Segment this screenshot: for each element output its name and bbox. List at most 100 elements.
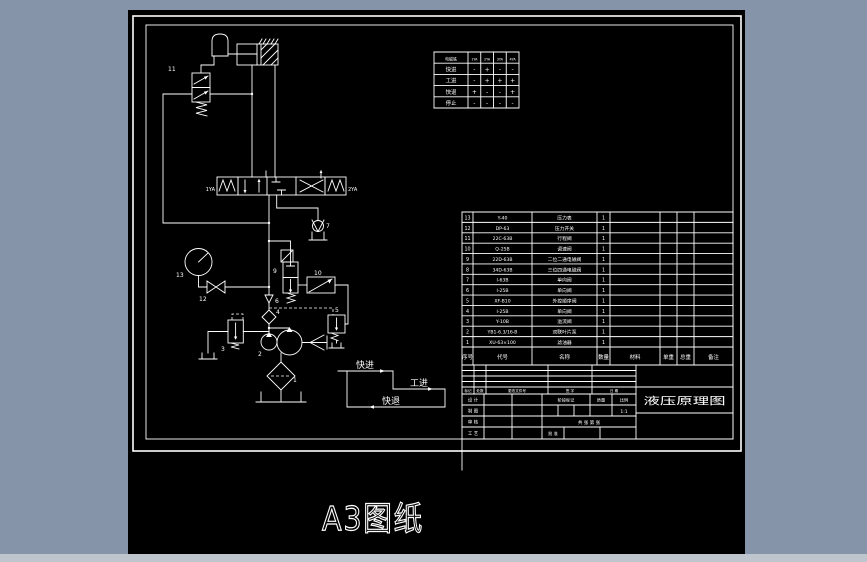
- bom-cell-qty: 1: [602, 236, 605, 242]
- action-cell-value: +: [485, 66, 490, 73]
- bom-header-cell: 序号: [462, 353, 473, 361]
- bom-cell-no: 1: [466, 340, 469, 346]
- action-cell-value: +: [497, 78, 502, 85]
- label-check7-number: 7: [326, 223, 330, 230]
- bom-cell-code: I-63B: [496, 278, 508, 284]
- bom-cell-name: 单向阀: [557, 287, 572, 294]
- mass-label: 质量: [597, 397, 605, 404]
- relief-valve: [198, 313, 244, 360]
- action-col-header: 1YA: [471, 58, 478, 62]
- bom-cell-name: 外控顺序阀: [553, 297, 577, 304]
- bom-cell-no: 7: [466, 278, 469, 284]
- drawing-title: 液压原理图: [644, 395, 726, 408]
- title-block-texts: 标记 处数 更改文件号 签 字 日 期 设 计 制 图 审 核 工 艺 批 准 …: [464, 388, 725, 437]
- bom-cell-code: Y-10B: [495, 319, 509, 325]
- check-valve-pump: [261, 309, 277, 325]
- scale-label: 比例: [620, 397, 628, 404]
- bom-cell-code: YB1-6.3/16-B: [487, 330, 518, 336]
- bom-cell-name: 三位四通电磁阀: [548, 266, 582, 273]
- travel-valve: [191, 33, 229, 117]
- bom-cell-name: 单向阀: [557, 308, 572, 315]
- action-cell-value: -: [499, 89, 501, 96]
- bom-cell-code: 22D-63B: [492, 257, 512, 263]
- bom-cell-qty: 1: [602, 319, 605, 325]
- bom-cell-no: 9: [466, 257, 469, 263]
- label-solenoid-left: 1YA: [206, 187, 216, 193]
- label-check6-number: 6: [275, 298, 279, 305]
- action-cell-value: -: [512, 100, 514, 107]
- label-pump-number: 2: [258, 351, 262, 358]
- bom-cell-name: 行程阀: [557, 235, 572, 242]
- label-relief-number: 3: [221, 346, 225, 353]
- bom-cell-qty: 1: [602, 215, 605, 221]
- a3-sheet-drawing: 1 2 3 4 5 6 7 9 10 11 12 13 1YA 2YA 快进 工: [132, 15, 742, 539]
- bom-cell-code: DP-63: [496, 226, 510, 232]
- revision-col-date: 日 期: [610, 388, 619, 393]
- bom-cell-no: 13: [464, 215, 470, 221]
- bom-header-cell: 数量: [598, 353, 609, 361]
- action-cell-value: +: [472, 89, 477, 96]
- bom-cell-code: 34D-63B: [492, 267, 512, 273]
- bom-cell-no: 5: [466, 298, 469, 304]
- oil-filter: [255, 352, 307, 403]
- pressure-gauge: [184, 248, 213, 288]
- double-vane-pump: [260, 327, 328, 356]
- bom-cell-qty: 1: [602, 340, 605, 346]
- label-sequence-number: 5: [335, 307, 339, 314]
- bom-cell-name: 溢流阀: [557, 318, 572, 325]
- sheet-caption: A3图纸: [322, 499, 424, 538]
- label-gauge-number: 13: [176, 272, 184, 279]
- bom-cell-code: 22C-63B: [493, 236, 513, 242]
- action-col-header: 3YA: [497, 58, 504, 62]
- action-cell-value: -: [499, 66, 501, 73]
- bom-cell-qty: 1: [602, 226, 605, 232]
- cycle-rapid-return: 快退: [382, 395, 400, 407]
- pipelines: [162, 64, 349, 335]
- action-cell-value: -: [512, 66, 514, 73]
- label-valve9-number: 9: [273, 268, 277, 275]
- action-cell-value: -: [486, 100, 488, 107]
- label-travel-valve-number: 11: [168, 66, 176, 73]
- bom-cell-no: 12: [464, 226, 470, 232]
- check-valve-inline: [264, 294, 274, 305]
- approve-label: 批 准: [548, 430, 558, 437]
- action-corner-label: 电磁铁: [445, 56, 457, 62]
- bom-cell-qty: 1: [602, 247, 605, 253]
- scale-value: 1:1: [620, 409, 627, 415]
- action-cell-value: -: [473, 100, 475, 107]
- bom-cell-code: XU-63×100: [489, 340, 516, 346]
- bom-header-cell: 备注: [708, 353, 719, 361]
- directional-valve: [216, 169, 347, 196]
- bom-cell-name: 调速阀: [557, 246, 572, 253]
- bom-cell-code: Y-40: [497, 215, 508, 221]
- action-cell-value: +: [510, 89, 515, 96]
- row-design: 设 计: [468, 397, 479, 404]
- cycle-diagram: 快进 工进 快退: [337, 359, 446, 409]
- row-process: 工 艺: [468, 431, 479, 437]
- bom-cell-qty: 1: [602, 267, 605, 273]
- bom-cell-qty: 1: [602, 309, 605, 315]
- label-check4-number: 4: [276, 309, 280, 316]
- bom-cell-no: 2: [466, 330, 469, 336]
- bom-cell-name: 单向阀: [557, 277, 572, 284]
- action-cell-value: +: [510, 78, 515, 85]
- bom-cell-no: 6: [466, 288, 469, 294]
- bom-cell-qty: 1: [602, 288, 605, 294]
- bom-cell-no: 10: [464, 247, 470, 253]
- bom-cell-qty: 1: [602, 278, 605, 284]
- stage-mark-label: 阶段标记: [558, 397, 576, 404]
- cycle-rapid-advance: 快进: [356, 359, 374, 371]
- action-cell-value: -: [486, 89, 488, 96]
- revision-col-docno: 更改文件号: [508, 388, 526, 393]
- check-valve-return: [308, 219, 328, 241]
- action-row-label: 快进: [446, 65, 457, 73]
- action-col-header: 4YA: [509, 58, 516, 62]
- revision-col-mark: 标记: [464, 388, 472, 393]
- bom-cell-code: I-25B: [496, 288, 508, 294]
- revision-col-sign: 签 字: [566, 388, 575, 393]
- bom-header-cell: 代号: [497, 353, 508, 361]
- bom-cell-code: I-25B: [496, 309, 508, 315]
- cad-drawing-canvas[interactable]: 1 2 3 4 5 6 7 9 10 11 12 13 1YA 2YA 快进 工: [128, 10, 745, 554]
